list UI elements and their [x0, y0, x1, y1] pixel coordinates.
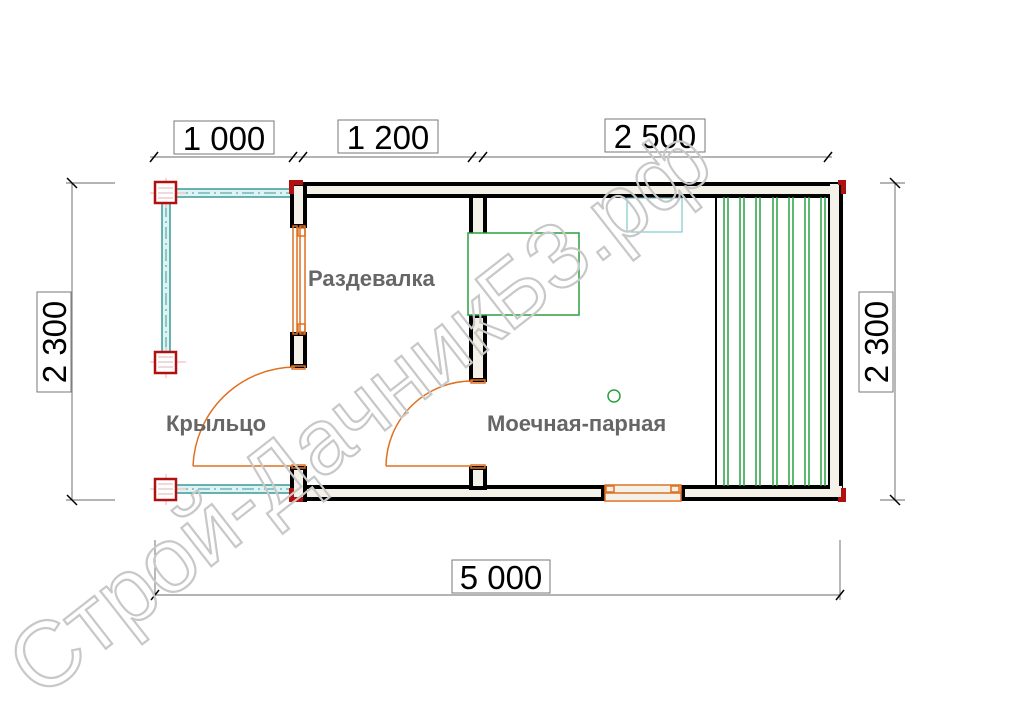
- dimension-lines: [66, 156, 905, 600]
- dimension-label-top-wash-steam-room: 2 500: [604, 118, 706, 155]
- dimension-label-bottom: 5 000: [451, 559, 551, 596]
- dimension-label-left: 2 300: [36, 291, 73, 393]
- stove: [467, 232, 580, 316]
- porch-columns: [150, 178, 186, 505]
- column-top-left: [150, 178, 186, 208]
- corner-columns: [289, 180, 846, 502]
- room-label-wash-steam-room: Моечная-парная: [487, 411, 666, 436]
- svg-text:5 000: 5 000: [460, 559, 543, 596]
- svg-text:2 300: 2 300: [36, 301, 73, 384]
- svg-text:2 300: 2 300: [858, 301, 895, 384]
- dimension-label-top-porch: 1 000: [173, 120, 275, 157]
- column-mid-left: [150, 347, 186, 378]
- dimension-ticks: [66, 151, 901, 601]
- water-tank: [626, 197, 683, 233]
- room-label-porch: Крыльцо: [166, 411, 266, 436]
- svg-text:1 200: 1 200: [347, 119, 430, 156]
- dimension-label-right: 2 300: [858, 291, 895, 393]
- floor-drain: [607, 389, 621, 403]
- window-left-wall: [292, 225, 306, 335]
- svg-text:1 000: 1 000: [183, 120, 266, 157]
- column-bottom-left: [150, 474, 186, 505]
- door-porch-to-changing-room: [192, 365, 306, 469]
- exterior-walls: [290, 182, 843, 502]
- room-label-changing-room: Раздевалка: [308, 266, 435, 291]
- sauna-bench: [715, 196, 830, 487]
- window-bottom-wall: [604, 484, 682, 502]
- door-changing-to-wash-room: [385, 379, 486, 469]
- svg-text:2 500: 2 500: [614, 118, 697, 155]
- dimension-label-top-changing-room: 1 200: [337, 119, 439, 156]
